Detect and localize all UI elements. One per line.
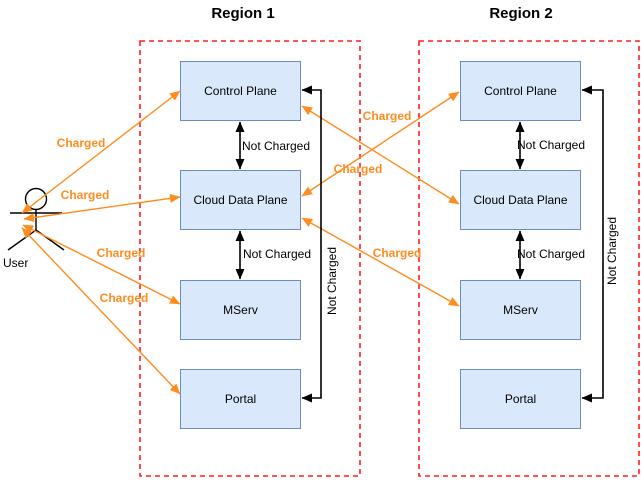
edge-user-r1-control-plane	[21, 90, 181, 214]
edge-user-r1-portal	[21, 227, 181, 395]
region-1-title: Region 1	[211, 5, 275, 22]
node-r2-control-plane: Control Plane	[460, 61, 581, 121]
edge-r1-cloud-data-plane-r2-mserv	[301, 217, 460, 307]
edge-label-charged-user-r1portal: Charged	[99, 291, 149, 305]
node-r1-mserv: MServ	[180, 280, 301, 340]
edge-r1-cloud-data-plane-r2-control-plane	[301, 91, 460, 197]
user-actor-label: User	[3, 256, 29, 270]
edge-label-charged-user-r1cdp: Charged	[60, 188, 110, 202]
edge-label-charged-user-r1cp: Charged	[56, 136, 106, 150]
edge-label-notcharged-r2portal-r2cp: Not Charged	[605, 216, 619, 286]
edge-label-notcharged-r2cp-r2cdp: Not Charged	[516, 138, 586, 152]
edge-label-charged-r1cp-r2cdp: Charged	[333, 162, 383, 176]
edge-label-charged-r1cdp-r2cp: Charged	[362, 109, 412, 123]
edge-r2-portal-r2-control-plane	[581, 85, 604, 403]
node-r1-control-plane: Control Plane	[180, 61, 301, 121]
edge-label-charged-user-r1mserv: Charged	[96, 246, 146, 260]
edge-label-notcharged-r2cdp-r2mserv: Not Charged	[516, 247, 586, 261]
edge-r1-control-plane-r2-cloud-data-plane	[301, 105, 460, 205]
edge-label-notcharged-r1portal-r1cp: Not Charged	[325, 246, 339, 316]
node-r2-cloud-data-plane: Cloud Data Plane	[460, 170, 581, 230]
node-r1-cloud-data-plane: Cloud Data Plane	[180, 170, 301, 230]
node-r2-portal: Portal	[460, 369, 581, 429]
edge-label-charged-r1cdp-r2mserv: Charged	[372, 246, 422, 260]
edge-label-notcharged-r1cdp-r1mserv: Not Charged	[242, 247, 312, 261]
edge-r1-portal-r1-control-plane	[301, 85, 322, 403]
node-r1-portal: Portal	[180, 369, 301, 429]
edge-user-r1-cloud-data-plane	[23, 193, 181, 223]
edge-label-notcharged-r1cp-r1cdp: Not Charged	[241, 139, 311, 153]
region-2-title: Region 2	[489, 5, 553, 22]
node-r2-mserv: MServ	[460, 280, 581, 340]
